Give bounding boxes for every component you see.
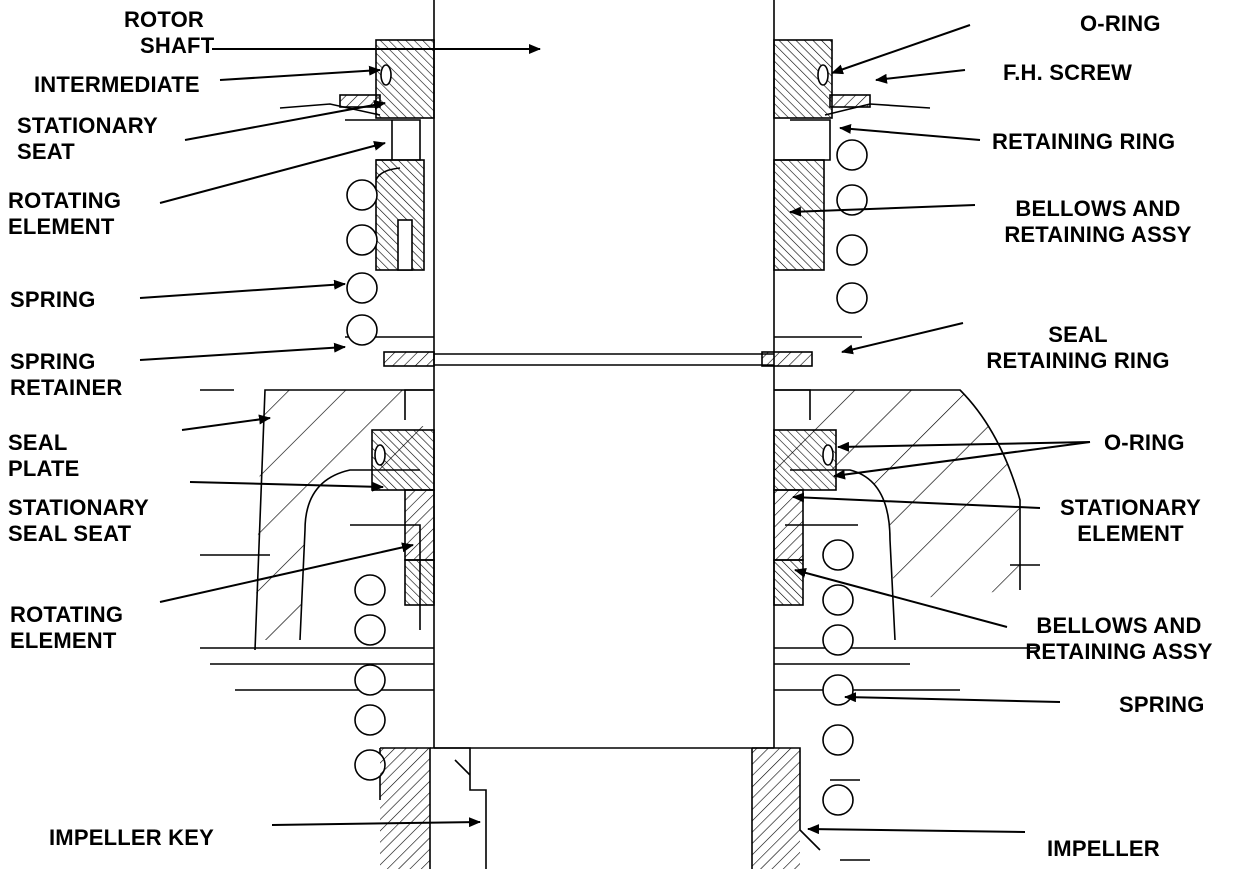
label-intermediate: INTERMEDIATE [34,72,200,97]
label-stationary-seat: STATIONARY SEAT [17,113,158,164]
label-bellows-lower: BELLOWS AND RETAINING ASSY [1025,613,1213,664]
label-seal-plate: SEAL PLATE [8,430,80,481]
upper-right-seal [761,39,931,367]
springs [346,139,868,816]
label-fh-screw: F.H. SCREW [1003,60,1133,85]
label-spring-upper-left: SPRING [10,287,96,312]
label-stationary-seal-seat: STATIONARY SEAL SEAT [8,495,149,546]
label-spring-retainer: SPRING RETAINER [10,349,123,400]
upper-left-seal [279,39,435,367]
impeller-right-hatch [752,748,800,869]
label-o-ring-upper: O-RING [1080,11,1161,36]
lower-seal [350,429,858,630]
impeller-left-hatch [380,748,430,869]
label-impeller-key: IMPELLER KEY [49,825,214,850]
label-o-ring-lower: O-RING [1104,430,1185,455]
label-stationary-element: STATIONARY ELEMENT [1060,495,1201,546]
label-retaining-ring: RETAINING RING [992,129,1176,154]
seal-plate-right-hatch [774,390,1020,600]
label-rotor-shaft: ROTOR SHAFT [123,7,215,58]
leader-arrows [139,24,1091,835]
label-spring-right: SPRING [1119,692,1205,717]
label-seal-retaining-ring: SEAL RETAINING RING [986,322,1170,373]
label-impeller: IMPELLER [1047,836,1160,861]
label-bellows-upper: BELLOWS AND RETAINING ASSY [1004,196,1192,247]
label-rotating-element-lower: ROTATING ELEMENT [10,602,124,653]
label-rotating-element-upper: ROTATING ELEMENT [8,188,122,239]
